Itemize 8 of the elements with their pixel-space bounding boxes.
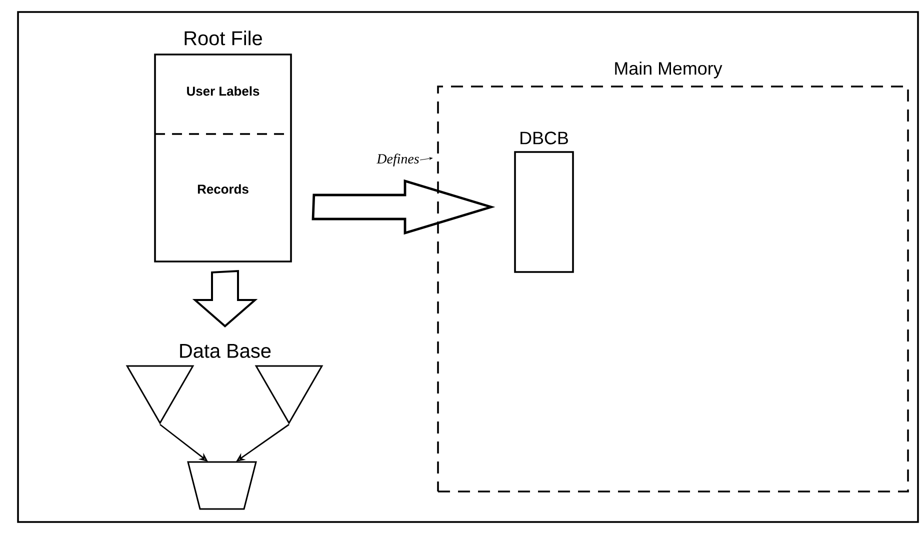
- node-label: DBCB: [520, 132, 568, 144]
- node-label: Main Memory: [615, 62, 722, 78]
- file-box: Root File User Labels Records: [154, 30, 292, 262]
- control-block-box: DBCB: [514, 132, 574, 273]
- block-arrow: [312, 179, 496, 235]
- node-label: Root File: [184, 30, 262, 46]
- trapezoid: [187, 461, 257, 510]
- database-label: Data Base: [180, 344, 271, 358]
